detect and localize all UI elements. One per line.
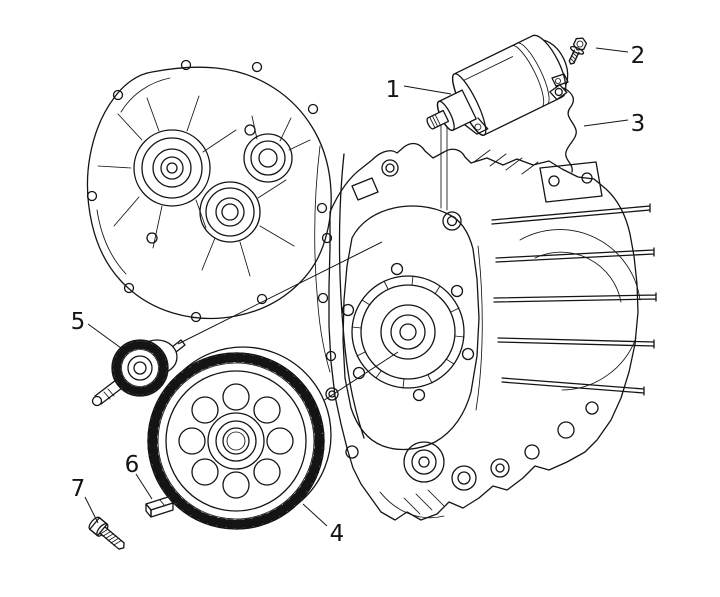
ring-gear-drawing	[147, 346, 332, 530]
leader-lines	[84, 47, 629, 527]
screw-drawing	[88, 516, 125, 550]
mount-bolt-drawing	[568, 37, 588, 65]
crankcase-joint-drawing	[314, 145, 365, 439]
callout-6-label: 6	[125, 452, 140, 478]
starter-cable-drawing	[551, 73, 577, 173]
callout-5-label: 5	[71, 309, 86, 335]
starter-motor-drawing	[426, 34, 569, 136]
callout-1-label: 1	[386, 77, 401, 103]
key-drawing	[145, 496, 174, 518]
idler-gear-drawing	[91, 339, 186, 407]
callout-4-label: 4	[330, 521, 345, 547]
callout-7-label: 7	[71, 476, 86, 502]
callout-2-label: 2	[631, 43, 646, 69]
callout-3-label: 3	[631, 111, 646, 137]
crankcase-cover-drawing	[86, 59, 332, 323]
crankcase-half-drawing	[328, 111, 657, 521]
